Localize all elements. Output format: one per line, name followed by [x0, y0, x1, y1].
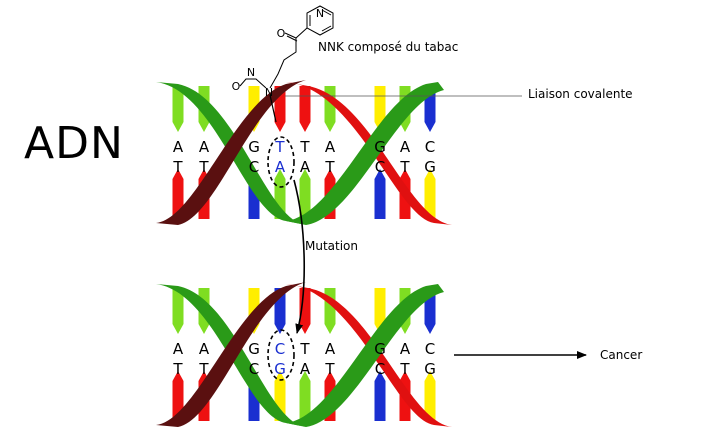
top-helix-strand-green-right — [286, 82, 444, 225]
molecule-atoms: N O O N N — [232, 7, 324, 99]
bottom-helix-strand-dark — [156, 282, 306, 427]
nitroso-group — [239, 78, 267, 89]
bottom-helix-letter-top-3: G — [248, 340, 260, 358]
top-helix-strand-dark — [156, 80, 306, 225]
mutation-site-highlight-top — [267, 136, 295, 188]
bottom-helix-strand-green-right — [286, 284, 444, 427]
top-helix-letter-bottom-7: C — [375, 158, 385, 176]
mutation-site-highlight-bottom — [267, 329, 295, 381]
dna-title: ADN — [24, 118, 124, 169]
top-helix-letter-top-2: A — [199, 138, 210, 156]
top-helix-letter-bottom-8: T — [399, 158, 410, 176]
nnk-compound-label: NNK composé du tabac — [318, 40, 459, 54]
top-helix-letter-top-5: T — [299, 138, 310, 156]
top-helix-letter-top-9: C — [425, 138, 435, 156]
nitroso-oxygen: O — [232, 80, 241, 93]
top-helix-base-bottom-5 — [299, 169, 311, 219]
pyridine-ring — [306, 5, 334, 36]
bottom-helix-letter-bottom-9: G — [424, 360, 436, 378]
bottom-helix-letter-bottom-6: T — [324, 360, 335, 378]
covalent-bond — [269, 94, 277, 123]
top-helix-letter-top-1: A — [173, 138, 184, 156]
bottom-helix-letter-top-1: A — [173, 340, 184, 358]
top-helix-letter-bottom-4: A — [275, 158, 286, 176]
top-helix-letter-bottom-1: T — [172, 158, 183, 176]
bottom-helix-letter-bottom-7: C — [375, 360, 385, 378]
bottom-helix-letter-top-7: G — [374, 340, 386, 358]
bottom-helix-letter-top-9: C — [425, 340, 435, 358]
top-helix-base-bottom-1 — [172, 169, 184, 219]
mutation-arrow — [293, 179, 306, 334]
top-helix-letter-top-7: G — [374, 138, 386, 156]
top-helix-letter-bottom-3: C — [249, 158, 259, 176]
mutation-label: Mutation — [305, 239, 359, 253]
bottom-helix-base-bottom-9 — [424, 371, 436, 421]
cancer-label: Cancer — [600, 348, 643, 362]
bottom-helix-base-bottom-1 — [172, 371, 184, 421]
ring-nitrogen: N — [316, 7, 324, 20]
bottom-helix-base-bottom-7 — [374, 371, 386, 421]
top-helix-base-bottom-7 — [374, 169, 386, 219]
top-helix-base-top-5 — [299, 86, 311, 132]
nitroso-nitrogen: N — [247, 66, 255, 79]
bottom-helix-letter-bottom-3: C — [249, 360, 259, 378]
top-helix-letter-top-8: A — [400, 138, 411, 156]
amine-nitrogen: N — [265, 86, 273, 99]
bottom-helix-letter-top-8: A — [400, 340, 411, 358]
covalent-bond-label: Liaison covalente — [528, 87, 633, 101]
top-helix-letter-top-3: G — [248, 138, 260, 156]
top-helix-letter-top-4: T — [274, 138, 285, 156]
bottom-helix-letter-top-4: C — [275, 340, 285, 358]
bottom-helix-letter-bottom-2: T — [198, 360, 209, 378]
top-helix-base-top-1 — [172, 86, 184, 132]
top-helix-letter-bottom-5: A — [300, 158, 311, 176]
carbon-chain — [269, 27, 308, 89]
bottom-helix-base-top-1 — [172, 288, 184, 334]
bottom-helix-letter-bottom-8: T — [399, 360, 410, 378]
top-helix-letter-top-6: A — [325, 138, 336, 156]
bottom-helix-letter-top-6: A — [325, 340, 336, 358]
top-helix-letter-bottom-2: T — [198, 158, 209, 176]
top-helix-letter-bottom-6: T — [324, 158, 335, 176]
bottom-helix-letter-bottom-1: T — [172, 360, 183, 378]
carbonyl-oxygen: O — [277, 27, 286, 40]
bottom-helix-letter-bottom-4: G — [274, 360, 286, 378]
bottom-helix-letter-top-2: A — [199, 340, 210, 358]
top-helix-letter-bottom-9: G — [424, 158, 436, 176]
bottom-helix-letter-bottom-5: A — [300, 360, 311, 378]
bottom-helix-letter-top-5: T — [299, 340, 310, 358]
nnk-molecule — [239, 5, 334, 123]
top-helix-base-bottom-9 — [424, 169, 436, 219]
bottom-helix-base-bottom-5 — [299, 371, 311, 421]
